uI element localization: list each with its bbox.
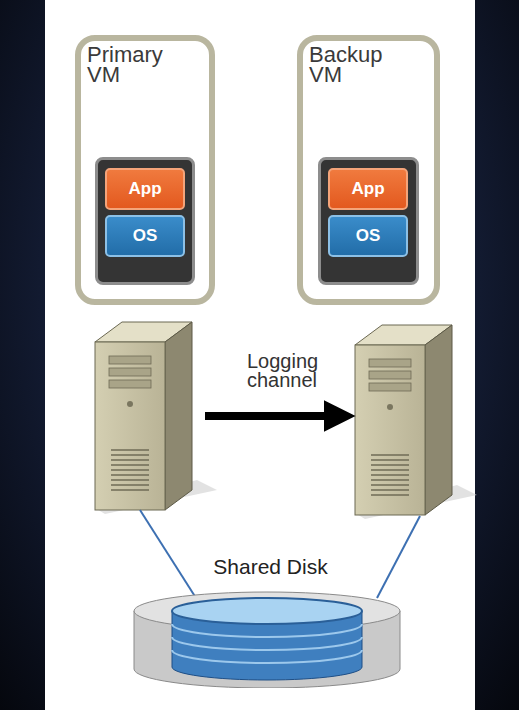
- server-tower: [355, 325, 477, 519]
- server-tower: [95, 322, 217, 514]
- vm-box: Backup VM AppOS: [297, 35, 440, 305]
- layer-label: OS: [133, 226, 158, 246]
- app-box: App: [328, 168, 408, 210]
- layer-label: OS: [356, 226, 381, 246]
- disk-wire: [377, 516, 420, 598]
- vm-box: Primary VM AppOS: [75, 35, 215, 305]
- vm-label: Backup VM: [309, 45, 404, 85]
- disk-wire: [140, 510, 196, 598]
- layer-label: App: [351, 179, 384, 199]
- os-box: OS: [328, 215, 408, 257]
- app-box: App: [105, 168, 185, 210]
- logging-arrow: [205, 412, 330, 420]
- vm-label: Primary VM: [87, 45, 182, 85]
- channel-label: Logging channel: [247, 352, 332, 390]
- disk-label: Shared Disk: [130, 555, 411, 579]
- os-box: OS: [105, 215, 185, 257]
- layer-label: App: [128, 179, 161, 199]
- shared-disk: Shared Disk: [130, 553, 411, 688]
